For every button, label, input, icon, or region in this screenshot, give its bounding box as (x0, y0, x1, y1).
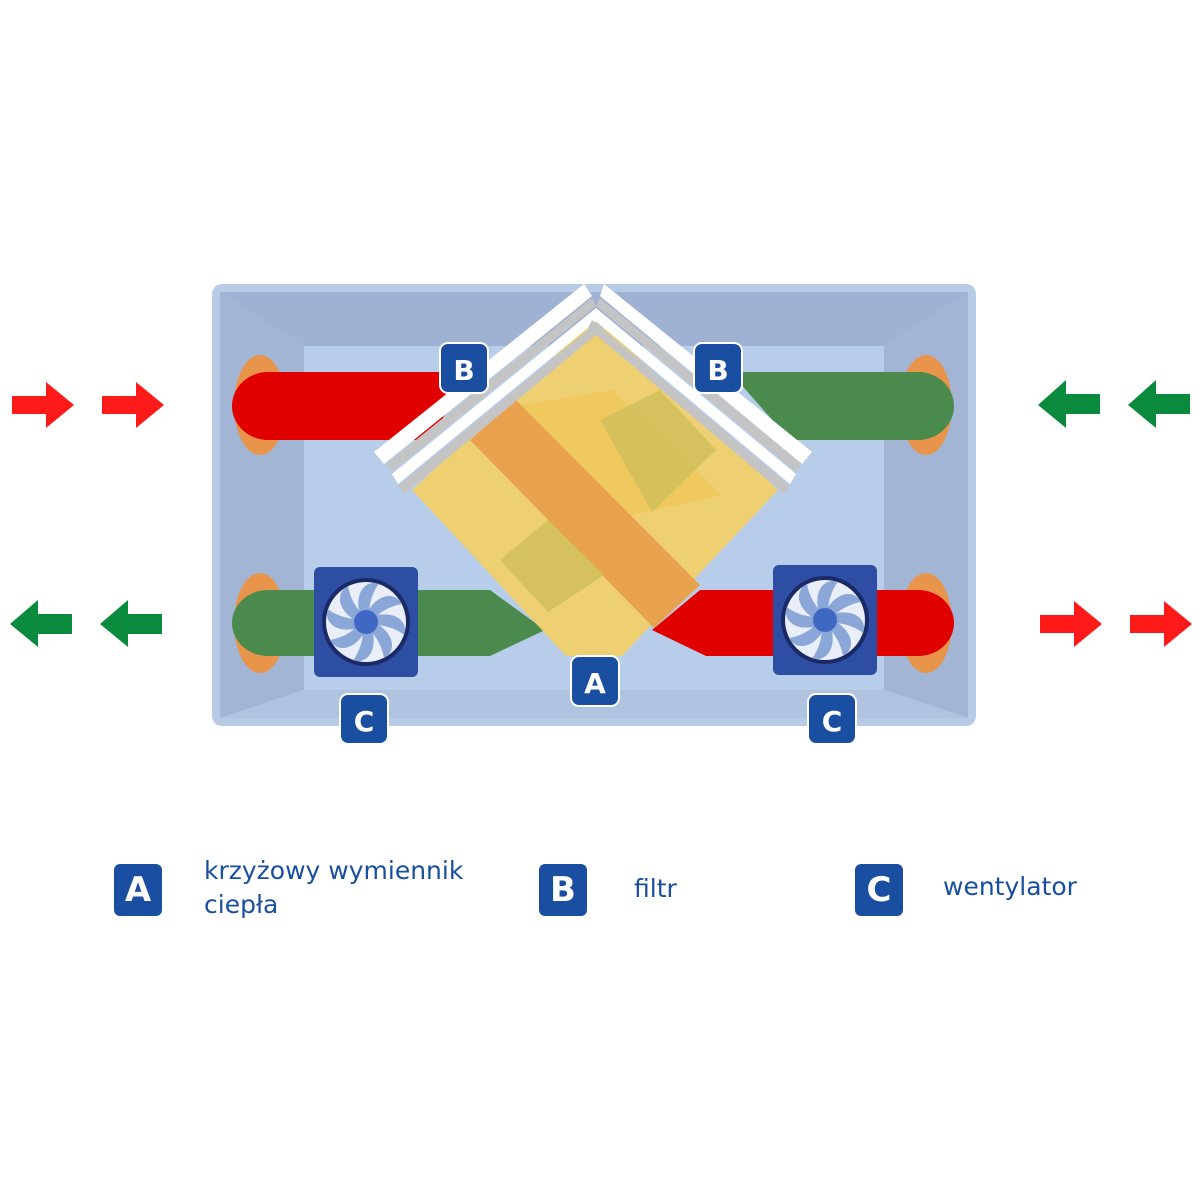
arrows-supply-in (12, 382, 164, 428)
badge-exchanger: A (570, 655, 620, 707)
left-arrow-icon (1128, 380, 1190, 428)
svg-text:B: B (707, 354, 728, 387)
arrows-extract-in (1038, 380, 1190, 428)
right-arrow-icon (1040, 601, 1102, 647)
filter-left (374, 284, 604, 494)
legend-item-exchanger: A krzyżowy wymiennik ciepła (112, 856, 463, 922)
duct-extract-in (730, 372, 954, 440)
fan-left (314, 567, 418, 677)
legend-badge-b: B (537, 862, 589, 918)
badge-fan-left: C (339, 693, 389, 745)
svg-text:C: C (354, 705, 375, 738)
left-arrow-icon (1038, 380, 1100, 428)
badge-filter-left: B (439, 342, 489, 394)
fan-icon (322, 578, 410, 666)
svg-text:C: C (822, 705, 843, 738)
left-arrow-icon (100, 600, 162, 647)
left-arrow-icon (10, 600, 72, 647)
badge-filter-right: B (693, 342, 743, 394)
heat-exchanger (412, 318, 778, 656)
legend-label-fan: wentylator (943, 872, 1077, 901)
legend-badge-c: C (853, 862, 905, 918)
legend-item-fan: C wentylator (853, 862, 1077, 918)
legend-label-filter: filtr (634, 874, 677, 903)
badge-fan-right: C (807, 693, 857, 745)
right-arrow-icon (12, 382, 74, 428)
svg-text:B: B (453, 354, 474, 387)
svg-text:A: A (584, 667, 606, 700)
legend-badge-a: A (112, 862, 164, 918)
legend-item-filter: B filtr (537, 862, 677, 918)
arrows-exhaust-out (10, 600, 162, 647)
right-arrow-icon (1130, 601, 1192, 647)
fan-right (773, 565, 877, 675)
legend-label-exchanger: krzyżowy wymiennik ciepła (204, 856, 464, 919)
arrows-supply-out (1040, 601, 1192, 647)
fan-icon (781, 576, 869, 664)
right-arrow-icon (102, 382, 164, 428)
